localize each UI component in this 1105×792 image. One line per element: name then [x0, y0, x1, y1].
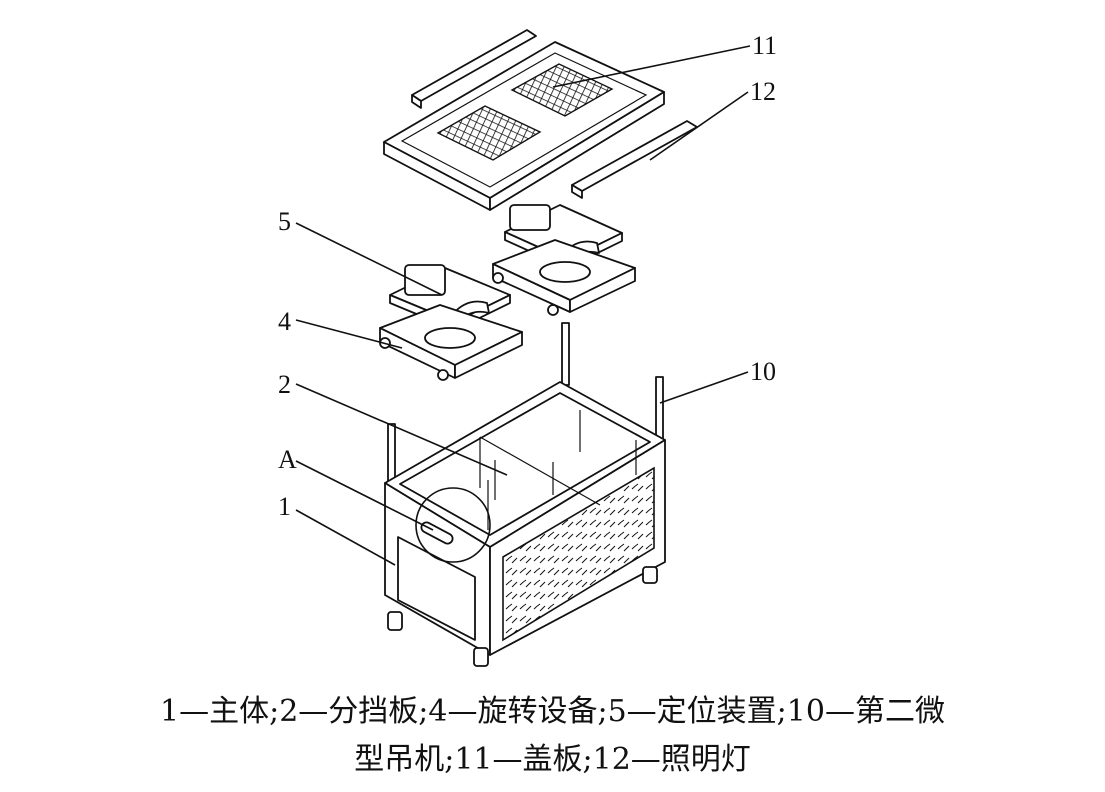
label-1: 1: [278, 492, 291, 521]
cover-plate: [383, 41, 665, 211]
caption-line-2: 型吊机;11—盖板;12—照明灯: [354, 742, 751, 777]
label-2: 2: [278, 370, 291, 399]
lamp-left: [411, 29, 537, 109]
label-12: 12: [750, 77, 776, 106]
rotating-device-right: [492, 239, 636, 316]
label-4: 4: [278, 307, 291, 336]
figure-caption: 1—主体;2—分挡板;4—旋转设备;5—定位装置;10—第二微 型吊机;11—盖…: [0, 688, 1105, 784]
caption-line-1: 1—主体;2—分挡板;4—旋转设备;5—定位装置;10—第二微: [160, 694, 945, 729]
exploded-diagram: 11 12 5 4 2 10 A 1: [278, 29, 777, 667]
main-body: [384, 322, 666, 667]
label-5: 5: [278, 207, 291, 236]
wheels: [387, 566, 658, 667]
label-A: A: [278, 445, 297, 474]
rotating-device-left: [379, 304, 523, 381]
label-10: 10: [750, 357, 776, 386]
leader-lines: [295, 45, 751, 566]
label-11: 11: [752, 31, 777, 60]
